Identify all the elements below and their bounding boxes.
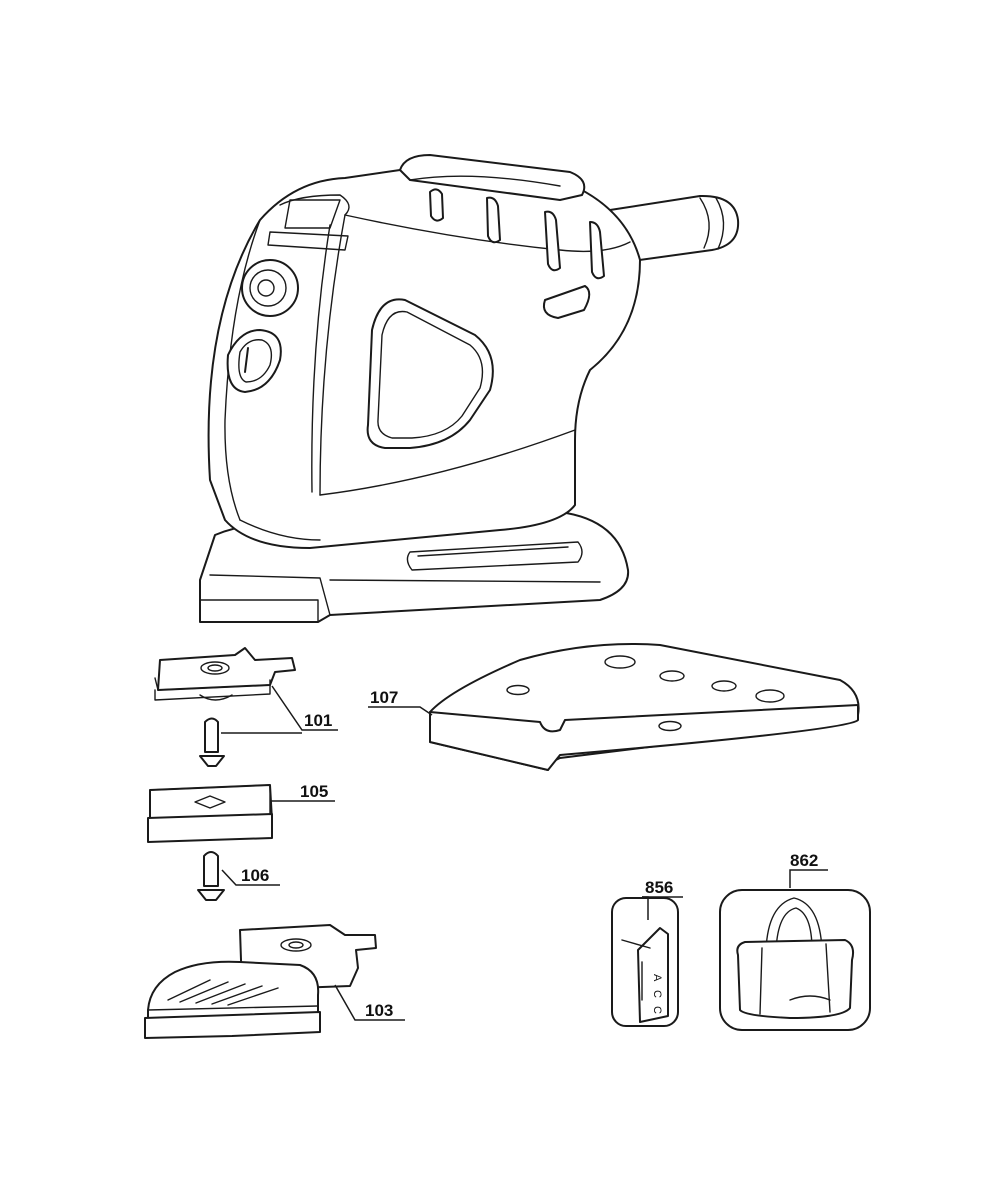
- callout-107: 107: [368, 688, 433, 716]
- callout-856: 856: [642, 878, 683, 920]
- callout-862: 862: [789, 851, 828, 888]
- callout-101: 101: [221, 685, 338, 734]
- label-856: 856: [645, 878, 673, 897]
- label-103: 103: [365, 1001, 393, 1020]
- label-105: 105: [300, 782, 328, 801]
- foam-pad-part: [147, 784, 273, 843]
- callout-103: 103: [334, 984, 405, 1021]
- sanding-plate-part: [429, 643, 860, 771]
- card-letter-3: C: [651, 1006, 663, 1014]
- pad-clamp-part: [154, 647, 296, 767]
- callout-105: 105: [270, 782, 335, 802]
- screw-part: [197, 851, 225, 901]
- card-letter-1: A: [651, 974, 663, 982]
- callout-106: 106: [221, 866, 280, 886]
- card-letter-2: C: [651, 990, 663, 998]
- carry-bag-part: [719, 889, 871, 1031]
- label-101: 101: [304, 711, 332, 730]
- label-106: 106: [241, 866, 269, 885]
- label-862: 862: [790, 851, 818, 870]
- accessory-card-part: A C C: [611, 897, 679, 1027]
- label-107: 107: [370, 688, 398, 707]
- mouse-sander-body: [199, 154, 740, 623]
- finger-attachment-part: [144, 924, 377, 1039]
